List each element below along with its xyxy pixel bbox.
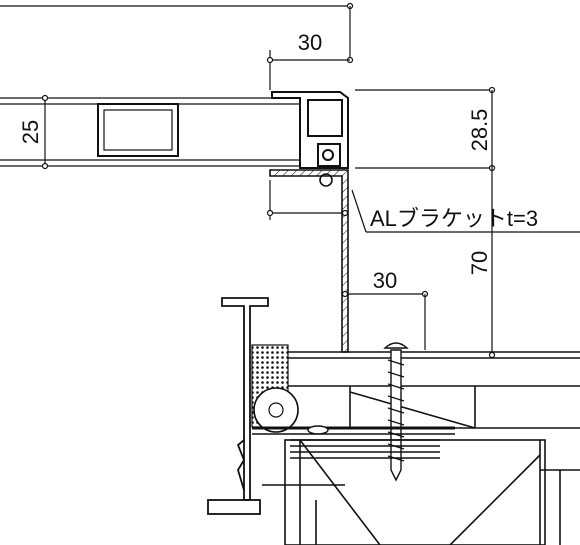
edge-profile	[207, 297, 269, 515]
panel-section	[0, 97, 300, 167]
dim-label-frame-28-5: 28.5	[467, 109, 492, 152]
dim-label-panel-25: 25	[18, 120, 43, 144]
lower-structure	[262, 439, 580, 545]
screw	[383, 342, 409, 482]
dim-label-top-30: 30	[298, 30, 322, 55]
bracket-callout-leader	[351, 189, 580, 233]
dimension-bracket-width	[266, 180, 349, 220]
dim-label-bracket-70: 70	[467, 251, 492, 275]
backer-rod	[253, 387, 299, 433]
dimension-panel-25	[41, 94, 49, 170]
dimension-screw-30	[341, 290, 429, 350]
al-bracket	[269, 169, 349, 353]
dimension-frame-28-5	[355, 86, 496, 359]
dimension-top-30	[266, 50, 350, 90]
frame-profile	[271, 91, 349, 169]
dim-label-screw-30: 30	[373, 268, 397, 293]
bracket-callout-label: ALブラケットt=3	[370, 206, 538, 231]
plate-stack	[252, 425, 455, 459]
deck-beam	[285, 351, 580, 429]
